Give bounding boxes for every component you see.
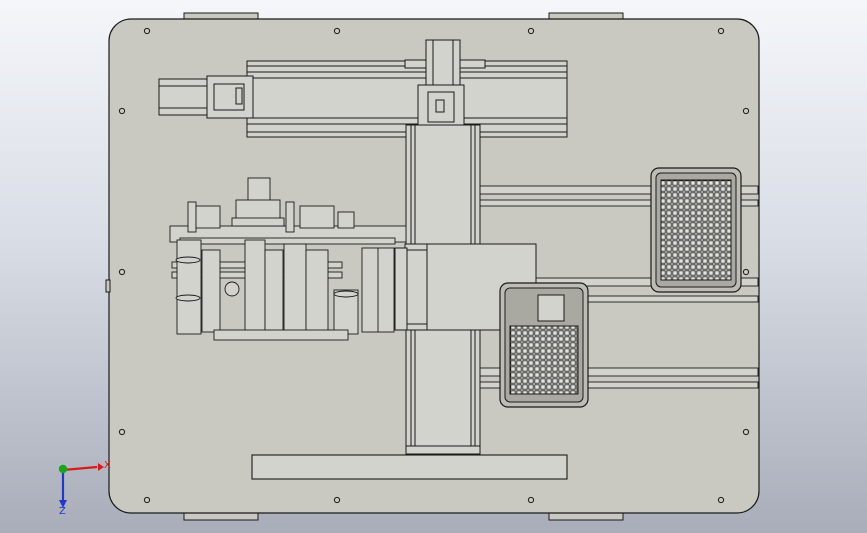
x-axis-label: X [104,460,111,471]
x-axis-carriage[interactable] [417,39,465,130]
mounting-holes [118,27,750,504]
bottom-beam [251,454,568,480]
z-axis-label: Z [59,506,66,517]
tray-lower[interactable] [499,282,589,408]
tray-upper[interactable] [650,167,742,293]
dispensing-head[interactable] [169,177,407,341]
x-axis-arrow [62,465,98,472]
x-axis-gantry[interactable] [246,59,568,138]
x-axis-arrowhead [98,463,104,471]
side-tab [105,279,111,293]
y-axis-dot [58,464,68,474]
coordinate-triad[interactable]: X Z [58,460,111,517]
x-axis-motor[interactable] [158,75,254,119]
z-axis-arrowhead [59,500,67,508]
